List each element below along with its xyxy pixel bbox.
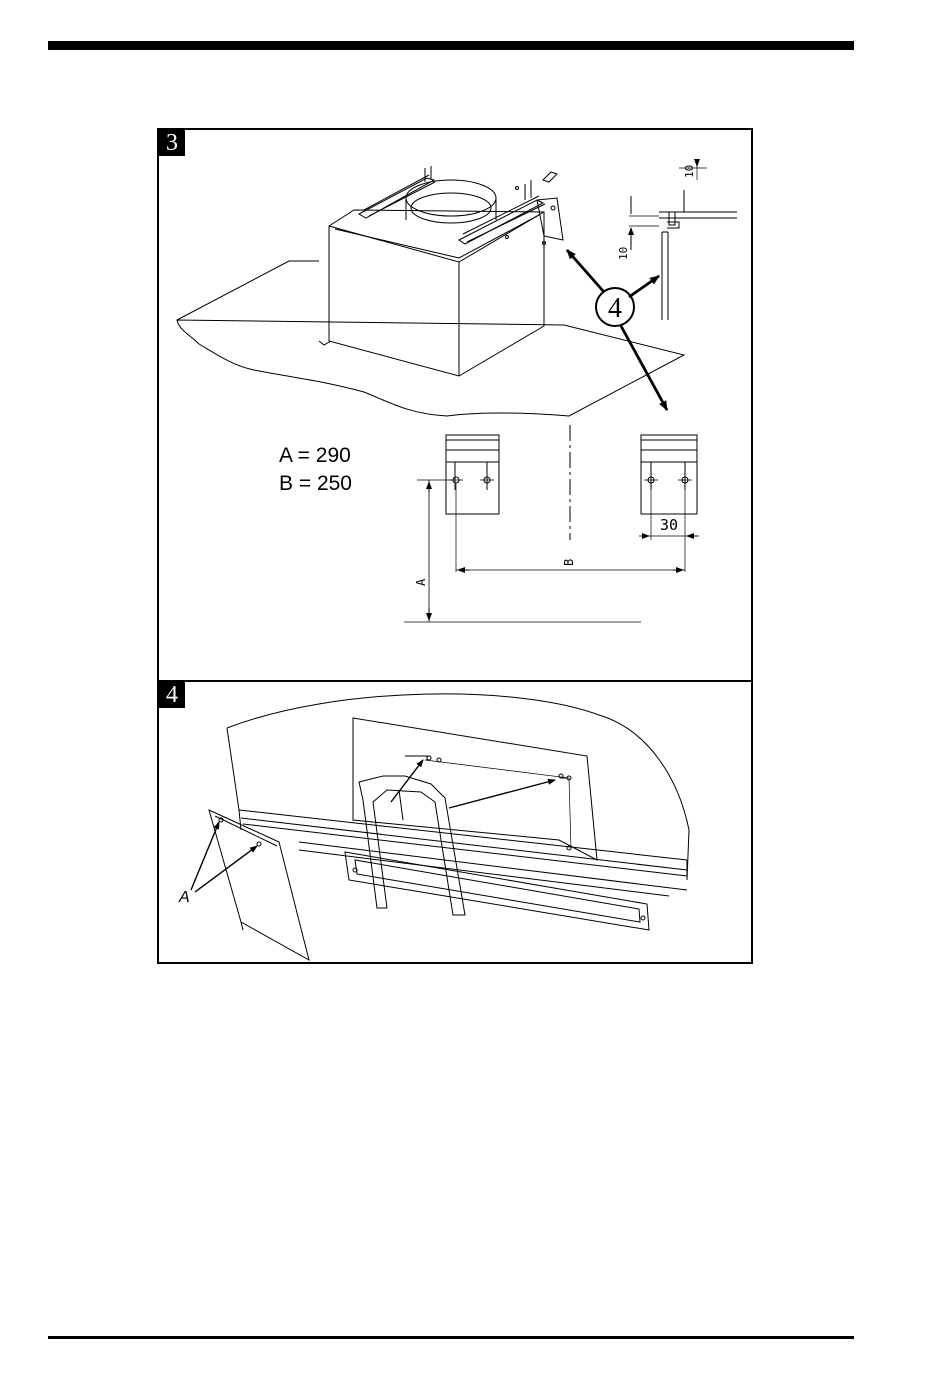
dim-30: 30 xyxy=(660,516,678,534)
step-3-badge: 3 xyxy=(159,130,185,156)
dimension-b-value: B = 250 xyxy=(279,470,352,498)
step-3-drawing xyxy=(177,160,737,622)
instruction-figure: 4 10 10 30 A B xyxy=(157,128,753,964)
dim-b: B xyxy=(562,559,576,566)
screw xyxy=(543,172,557,182)
callout-4: 4 xyxy=(608,293,622,324)
step-4-badge: 4 xyxy=(159,682,185,708)
bracket-front-right xyxy=(641,435,697,514)
side-panel xyxy=(209,810,309,960)
header-rule xyxy=(48,41,854,50)
figure-divider xyxy=(159,680,751,682)
dim-10-side: 10 xyxy=(617,247,630,260)
bracket-front-left xyxy=(446,435,499,514)
dimension-values: A = 290 B = 250 xyxy=(279,442,352,498)
ceiling-outline xyxy=(177,261,684,416)
dim-a: A xyxy=(414,578,428,586)
bracket-profile xyxy=(659,212,737,225)
dimension-a-value: A = 290 xyxy=(279,442,352,470)
u-bracket xyxy=(359,776,465,915)
installation-drawing: 4 10 10 30 A B xyxy=(159,130,751,962)
filter-slot xyxy=(345,852,649,930)
step-4-drawing xyxy=(191,694,689,960)
footer-rule xyxy=(48,1336,854,1339)
dim-10-top: 10 xyxy=(683,165,696,178)
wall-plate xyxy=(353,718,597,860)
point-a-label: A xyxy=(178,889,190,906)
